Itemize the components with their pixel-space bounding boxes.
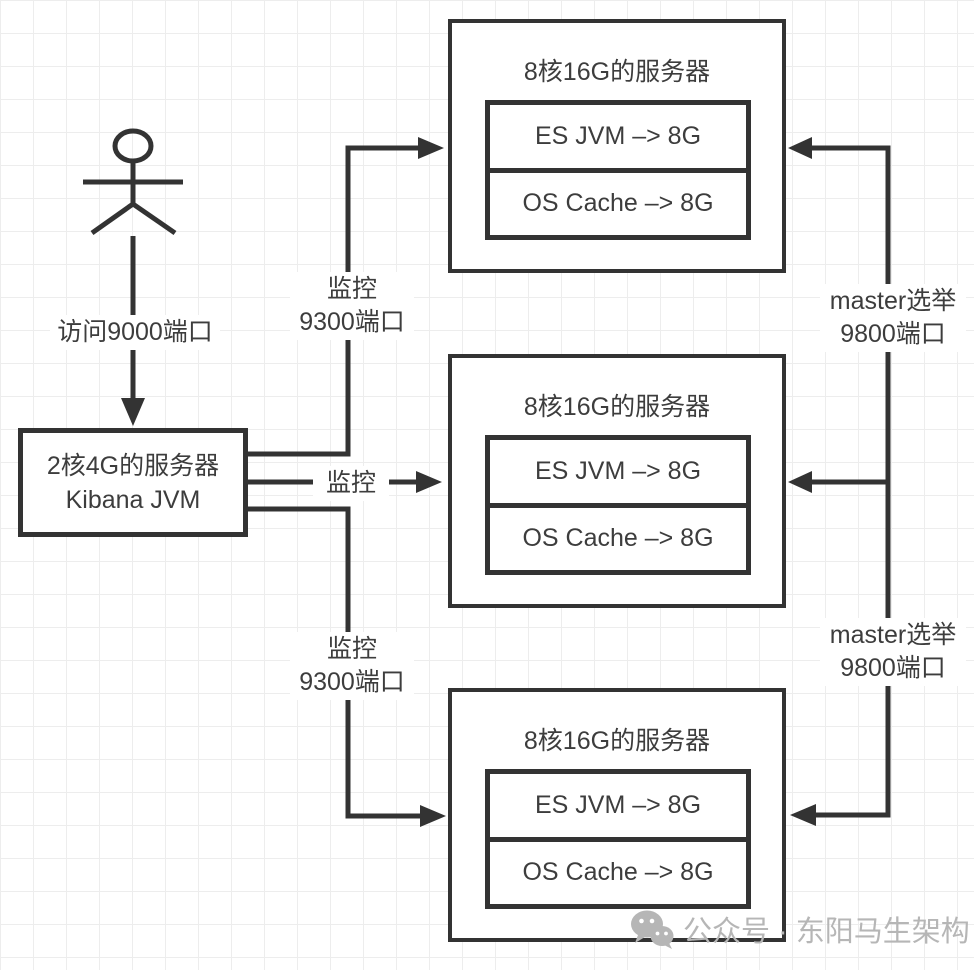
- memory-stack: ES JVM –> 8G OS Cache –> 8G: [485, 100, 751, 240]
- monitor-label-middle: 监控: [313, 466, 389, 501]
- master-label-line1: master选举: [829, 287, 957, 315]
- server-title: 8核16G的服务器: [523, 393, 711, 421]
- es-server-box-2: 8核16G的服务器 ES JVM –> 8G OS Cache –> 8G: [448, 354, 786, 608]
- server-title: 8核16G的服务器: [523, 58, 711, 86]
- monitor-port-label-top: 监控 9300端口: [290, 272, 414, 340]
- es-server-box-3: 8核16G的服务器 ES JVM –> 8G OS Cache –> 8G: [448, 688, 786, 942]
- es-jvm-row: ES JVM –> 8G: [490, 440, 746, 508]
- user-actor-icon: [83, 128, 183, 236]
- es-jvm-row: ES JVM –> 8G: [490, 105, 746, 173]
- master-election-label-bottom: master选举 9800端口: [820, 618, 966, 686]
- watermark-text: 公众号 · 东阳马生架构: [683, 916, 970, 948]
- access-port-label: 访问9000端口: [50, 315, 220, 350]
- monitor-label-line2: 9300端口: [299, 308, 405, 336]
- kibana-server-spec: 2核4G的服务器: [46, 451, 220, 480]
- master-label-line2: 9800端口: [840, 654, 946, 682]
- os-cache-row: OS Cache –> 8G: [522, 189, 714, 218]
- monitor-label-line1: 监控: [326, 635, 377, 663]
- master-election-label-top: master选举 9800端口: [820, 284, 966, 352]
- monitor-label-line2: 9300端口: [299, 668, 405, 696]
- monitor-port-label-bottom: 监控 9300端口: [290, 632, 414, 700]
- kibana-jvm-label: Kibana JVM: [65, 485, 201, 514]
- os-cache-row: OS Cache –> 8G: [522, 858, 714, 887]
- monitor-label-line1: 监控: [326, 275, 377, 303]
- watermark: 公众号 · 东阳马生架构: [630, 908, 970, 950]
- master-label-line2: 9800端口: [840, 320, 946, 348]
- kibana-server-box: 2核4G的服务器 Kibana JVM: [18, 428, 248, 537]
- memory-stack: ES JVM –> 8G OS Cache –> 8G: [485, 769, 751, 909]
- server-title: 8核16G的服务器: [523, 727, 711, 755]
- wechat-icon: [631, 910, 674, 949]
- master-election-arrows: [788, 137, 891, 826]
- es-server-box-1: 8核16G的服务器 ES JVM –> 8G OS Cache –> 8G: [448, 19, 786, 273]
- es-jvm-row: ES JVM –> 8G: [490, 774, 746, 842]
- os-cache-row: OS Cache –> 8G: [522, 524, 714, 553]
- memory-stack: ES JVM –> 8G OS Cache –> 8G: [485, 435, 751, 575]
- master-label-line1: master选举: [829, 621, 957, 649]
